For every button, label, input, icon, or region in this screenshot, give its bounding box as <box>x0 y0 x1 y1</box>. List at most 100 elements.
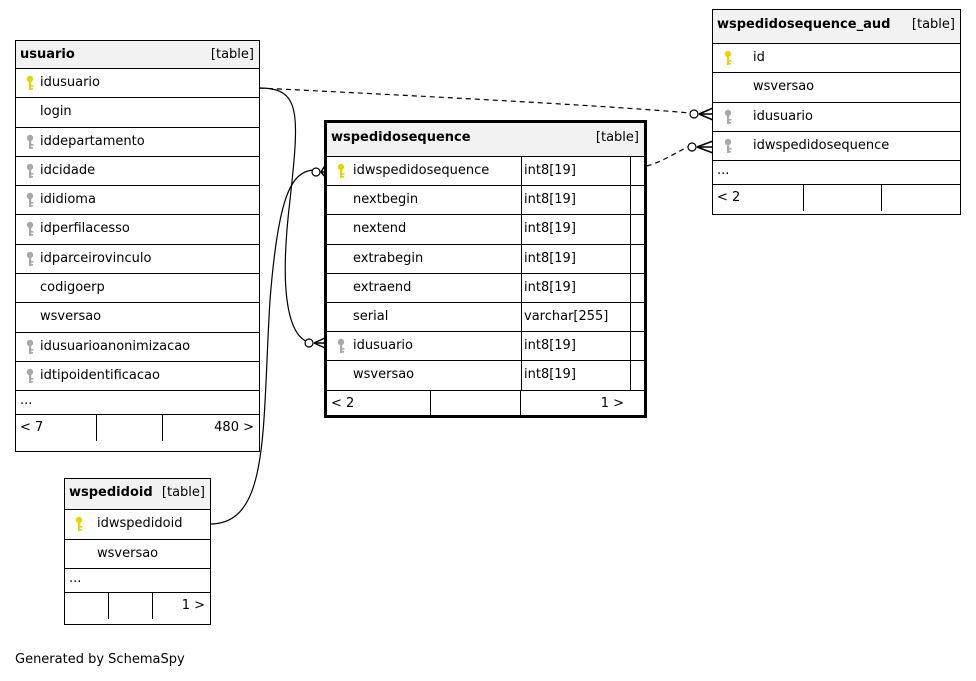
foreign-key-icon <box>336 338 346 354</box>
edge-crowfoot-marker <box>696 140 714 154</box>
foreign-key-icon <box>25 163 35 179</box>
table-type: [table] <box>161 485 205 500</box>
column-type: int8[19] <box>524 221 576 237</box>
column-row[interactable]: wsversao <box>713 73 960 103</box>
column-row[interactable]: idwspedidosequence <box>713 132 960 162</box>
column-row[interactable]: wsversao <box>65 540 210 569</box>
column-divider <box>521 273 522 302</box>
edge-optional-marker <box>304 338 314 348</box>
column-row[interactable]: nextbegin int8[19] <box>327 186 644 216</box>
table-header: usuario [table] <box>16 41 259 69</box>
column-name: idwspedidosequence <box>753 137 890 153</box>
foreign-key-icon <box>25 339 35 355</box>
children-count: < 7 <box>20 420 44 436</box>
table-type: [table] <box>210 47 254 62</box>
table-name: wspedidosequence <box>331 130 471 145</box>
column-divider <box>630 215 631 244</box>
table-name: wspedidoid <box>69 485 153 500</box>
column-name: wsversao <box>353 367 415 383</box>
table-header: wspedidosequence [table] <box>327 123 644 157</box>
column-divider <box>521 361 522 390</box>
column-type: int8[19] <box>524 250 576 266</box>
column-name: extraend <box>353 279 412 295</box>
foreign-key-icon <box>25 221 35 237</box>
column-row[interactable]: idperfilacesso <box>16 215 259 245</box>
column-name: ididioma <box>40 192 96 208</box>
table-header: wspedidosequence_aud [table] <box>713 10 960 44</box>
column-row[interactable]: idusuario <box>16 69 259 99</box>
column-row[interactable]: idusuarioanonimizacao <box>16 333 259 362</box>
column-row[interactable]: codigoerp <box>16 274 259 304</box>
column-name: idusuarioanonimizacao <box>40 338 191 354</box>
column-row[interactable]: login <box>16 98 259 128</box>
column-row[interactable]: idparceirovinculo <box>16 245 259 275</box>
column-divider <box>630 302 631 332</box>
column-row[interactable]: ididioma <box>16 186 259 216</box>
row-count: 1 > <box>181 598 205 613</box>
column-name: idwspedidosequence <box>353 163 490 178</box>
table-type: [table] <box>911 17 955 32</box>
column-divider <box>630 157 631 186</box>
column-name: wsversao <box>40 309 102 325</box>
column-row[interactable]: idtipoidentificacao <box>16 362 259 392</box>
column-name: iddepartamento <box>40 133 145 149</box>
column-type: int8[19] <box>524 367 576 383</box>
table-footer: 1 > <box>65 593 210 619</box>
column-type: varchar[255] <box>524 308 609 324</box>
column-divider <box>630 186 631 215</box>
children-count: < 2 <box>717 190 741 206</box>
edge-wspedidoid-wspedidosequence <box>209 169 316 525</box>
table-wspedidosequence[interactable]: wspedidosequence [table] idwspedidoseque… <box>324 120 647 418</box>
edge-optional-marker <box>689 109 699 119</box>
edge-crowfoot-marker <box>698 107 714 121</box>
column-name: serial <box>353 308 389 324</box>
column-name: idparceirovinculo <box>40 250 152 266</box>
column-row[interactable]: wsversao <box>16 303 259 333</box>
primary-key-icon <box>25 75 35 91</box>
column-type: int8[19] <box>524 338 576 354</box>
column-row[interactable]: idcidade <box>16 157 259 187</box>
column-divider <box>521 244 522 273</box>
edge-usuario-aud <box>258 87 691 114</box>
primary-key-icon <box>723 50 733 66</box>
row-count: 480 > <box>214 420 254 436</box>
column-name: id <box>753 50 765 65</box>
primary-key-icon <box>74 516 84 532</box>
column-divider <box>521 332 522 361</box>
more-columns: ... <box>65 569 210 593</box>
column-name: idusuario <box>40 75 100 90</box>
generated-by-label: Generated by SchemaSpy <box>15 652 185 667</box>
column-row[interactable]: idwspedidoid <box>65 510 210 540</box>
edge-sequence-aud <box>628 145 691 171</box>
foreign-key-icon <box>25 251 35 267</box>
column-divider <box>630 361 631 390</box>
column-row[interactable]: id <box>713 44 960 74</box>
column-name: nextbegin <box>353 192 419 208</box>
column-divider <box>521 186 522 215</box>
column-type: int8[19] <box>524 163 576 178</box>
more-columns: ... <box>713 161 960 186</box>
column-row[interactable]: iddepartamento <box>16 128 259 157</box>
foreign-key-icon <box>723 109 733 125</box>
column-type: int8[19] <box>524 192 576 208</box>
table-usuario[interactable]: usuario [table] idusuario login iddepartam… <box>15 40 260 452</box>
column-row[interactable]: wsversao int8[19] <box>327 361 644 391</box>
table-footer: < 7 480 > <box>16 415 259 442</box>
table-name: usuario <box>20 47 75 62</box>
table-footer: < 2 1 > <box>327 390 644 417</box>
foreign-key-icon <box>25 368 35 384</box>
column-name: idcidade <box>40 162 96 178</box>
edge-optional-marker <box>311 167 321 177</box>
row-count: 1 > <box>600 395 624 411</box>
column-row[interactable]: idwspedidosequence int8[19] <box>327 157 644 187</box>
column-row[interactable]: idusuario <box>713 103 960 132</box>
column-row[interactable]: serial varchar[255] <box>327 302 644 333</box>
column-name: idperfilacesso <box>40 221 130 237</box>
